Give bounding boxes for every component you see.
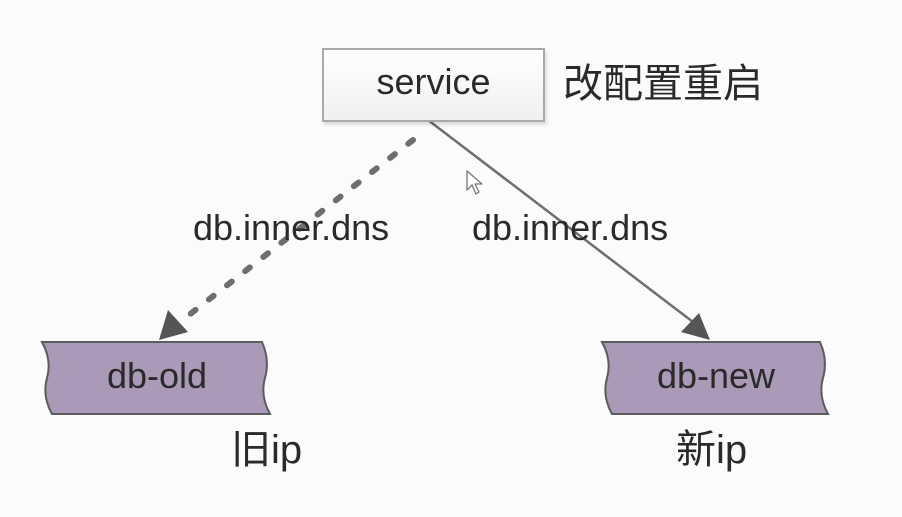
db-new-label: db-new	[656, 355, 776, 396]
service-label: service	[376, 61, 491, 102]
edge-new-label: db.inner.dns	[472, 207, 669, 248]
service-node: service	[322, 48, 545, 122]
edge-new-dns	[427, 119, 694, 323]
arrowhead-new	[681, 313, 710, 340]
db-old-label: db-old	[106, 355, 208, 396]
arrowhead-old	[159, 310, 188, 340]
db-new-note: 新ip	[676, 428, 748, 472]
mouse-pointer-icon	[466, 170, 483, 195]
db-new-node	[600, 341, 830, 415]
db-old-node	[40, 341, 272, 415]
db-old-note: 旧ip	[231, 428, 303, 472]
edge-old-dns	[177, 137, 416, 325]
service-note: 改配置重启	[563, 62, 763, 106]
edge-old-label: db.inner.dns	[193, 207, 390, 248]
